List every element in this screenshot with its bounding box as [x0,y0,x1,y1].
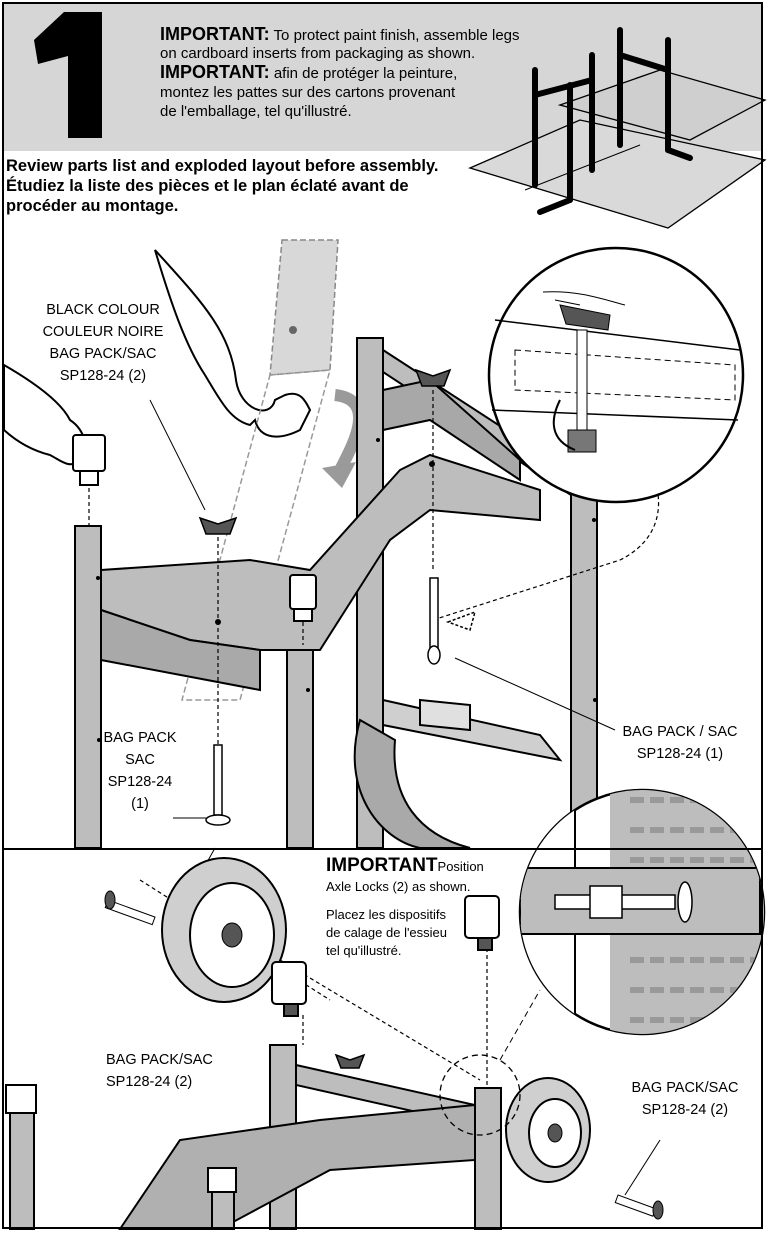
important-line-1: IMPORTANT: To protect paint finish, asse… [160,24,520,44]
important-fr-line-2: montez les pattes sur des cartons proven… [160,84,456,101]
bolt-bag-label: BAG PACK [103,730,177,746]
review-en: Review parts list and exploded layout be… [6,157,439,175]
bottom-cart-frame [5,1044,502,1230]
wheel-right-bag: BAG PACK/SAC [631,1080,739,1096]
step-number-graphic [34,12,102,138]
review-fr-2: procéder au montage. [6,197,179,215]
axle-locks [271,895,500,1017]
right-bolt-bag-label: BAG PACK / SAC [622,724,738,740]
section-divider [2,848,763,850]
axle-fr-2: de calage de l'essieu [326,925,448,940]
axle-right [614,1194,664,1220]
axle-en: Axle Locks (2) as shown. [326,879,471,894]
review-fr-1: Étudiez la liste des pièces et le plan é… [6,177,409,195]
important-fr-line-3: de l'emballage, tel qu'illustré. [160,103,352,120]
important-line-2: on cardboard inserts from packaging as s… [160,45,476,62]
cap-colour-en: BLACK COLOUR [46,302,160,318]
zoom-detail-wingnut [487,246,745,504]
wheel-left [161,857,287,1003]
bolt-quantity: (1) [131,796,149,812]
wheel-right-part: SP128-24 (2) [641,1102,729,1118]
wing-nuts [198,368,452,1069]
wheel-left-part: SP128-24 (2) [106,1074,193,1090]
cap-colour-fr: COULEUR NOIRE [42,324,164,340]
detail-marker-circle [439,1054,521,1136]
right-bolt-part-number: SP128-24 (1) [636,746,724,762]
cap-bag-label: BAG PACK/SAC [49,346,157,362]
leg-caps [72,434,317,622]
axle-fr-3: tel qu'illustré. [326,943,402,958]
cardboard-legs-graphic [468,27,767,229]
bolt-sac-label: SAC [125,752,155,768]
detail-leader [499,989,541,1061]
axle-important: IMPORTANTPosition [326,855,484,876]
wheel-left-bag: BAG PACK/SAC [106,1052,213,1068]
axle-left [104,890,156,926]
header-band [4,4,761,151]
cap-part-number: SP128-24 (2) [59,368,147,384]
wheel-right [505,1077,591,1183]
bolt-part-number: SP128-24 [107,774,173,790]
important-fr-line-1: IMPORTANT: afin de protéger la peinture, [160,62,458,82]
axle-fr-1: Placez les dispositifs [326,907,446,922]
bolts [205,577,477,826]
